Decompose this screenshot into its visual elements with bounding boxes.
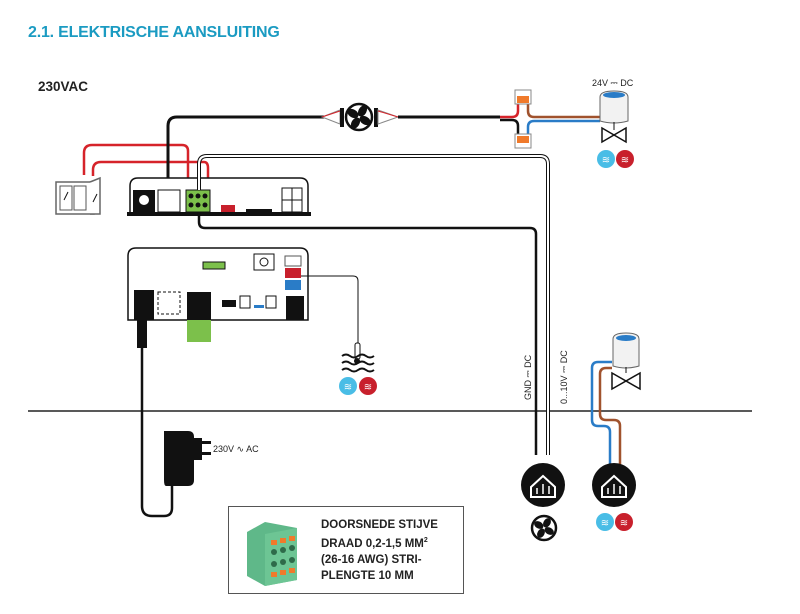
inline-fan-icon [344, 102, 374, 132]
spec-line-2: DRAAD 0,2-1,5 MM [321, 537, 424, 550]
heat-icon-sensor: ≋ [359, 377, 377, 395]
green-terminal-connector-icon [247, 522, 297, 586]
cool-icon-sensor: ≋ [339, 377, 357, 395]
window-wires [82, 143, 210, 190]
cool-icon-top: ≋ [597, 150, 615, 168]
wire-spec-box: DOORSNEDE STIJVE DRAAD 0,2-1,5 MM2 (26-16 … [228, 506, 464, 594]
svg-text:≋: ≋ [364, 382, 372, 393]
fan-connector-right [374, 108, 400, 127]
wago-connector-bottom [514, 133, 532, 149]
io-board [127, 247, 309, 342]
svg-text:≋: ≋ [621, 155, 629, 166]
fan-icon-bottom [530, 514, 558, 542]
supply-voltage-label: 230VAC [38, 79, 89, 94]
svg-text:≋: ≋ [602, 155, 610, 166]
water-temperature-sensor-icon [341, 342, 375, 373]
section-title: 2.1. ELEKTRISCHE AANSLUITING [28, 24, 280, 41]
room-unit-heat-house-icon [592, 463, 636, 507]
wago-connector-top [514, 89, 532, 105]
cool-icon-bottom: ≋ [596, 513, 614, 531]
spec-line-4: PLENGTE 10 MM [321, 569, 414, 582]
window-contact-icon [55, 176, 101, 215]
heat-icon-top: ≋ [616, 150, 634, 168]
adapter-voltage-label: 230V ∿ AC [213, 444, 259, 454]
thermal-actuator-bottom [611, 332, 641, 391]
spec-superscript: 2 [423, 537, 428, 544]
main-controller-board [127, 177, 311, 216]
spec-line-3: (26-16 AWG) STRI- [321, 553, 422, 566]
power-adapter-icon [164, 431, 211, 486]
wire-spec-text: DOORSNEDE STIJVE DRAAD 0,2-1,5 MM2 (26-16 … [321, 517, 438, 584]
heat-icon-bottom: ≋ [615, 513, 633, 531]
room-unit-fan-house-icon [521, 463, 565, 507]
thermal-actuator-top [599, 90, 629, 144]
spec-line-1: DOORSNEDE STIJVE [321, 519, 438, 531]
analog-dc-label: 0...10V ⎓ DC [559, 350, 569, 404]
svg-text:≋: ≋ [601, 518, 609, 529]
actuator-top-voltage-label: 24V ⎓ DC [592, 78, 634, 88]
gnd-dc-label: GND ⎓ DC [523, 354, 533, 400]
fan-cable [166, 115, 330, 190]
svg-text:≋: ≋ [344, 382, 352, 393]
svg-text:≋: ≋ [620, 518, 628, 529]
fan-connector-left [320, 108, 344, 127]
